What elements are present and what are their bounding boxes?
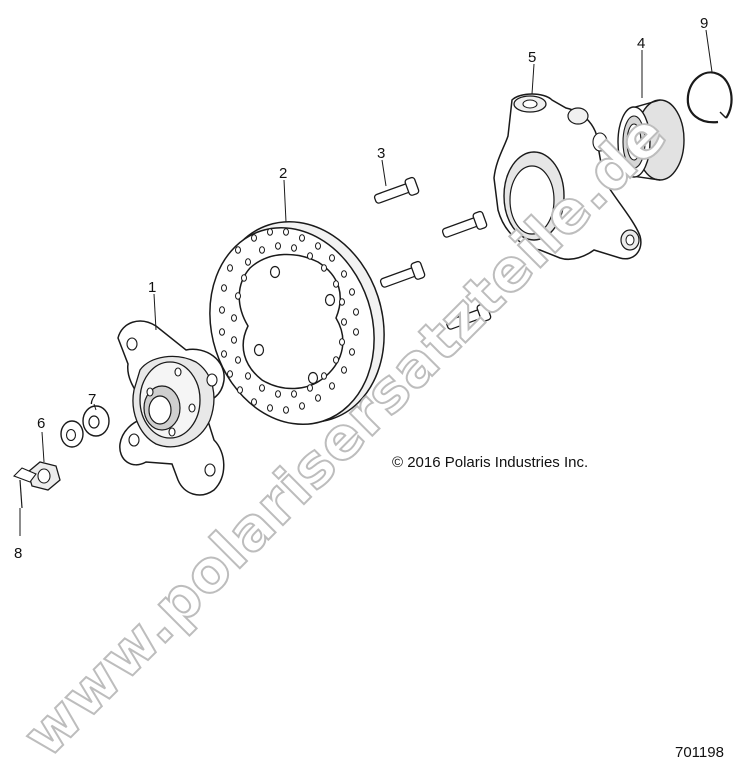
callout-7: 7 — [88, 391, 96, 408]
castle-nut — [27, 461, 61, 491]
snap-ring — [686, 71, 733, 124]
watermark-text: www.polarisersatzteile.de — [10, 100, 680, 770]
leader-lines — [19, 29, 713, 536]
wheel-studs — [373, 176, 492, 330]
callout-1: 1 — [148, 279, 156, 296]
drawing-number: 701198 — [675, 744, 724, 761]
callout-6: 6 — [37, 415, 45, 432]
callout-2: 2 — [279, 165, 287, 182]
brake-disc — [209, 220, 385, 426]
callout-3: 3 — [377, 145, 385, 162]
wheel-bearing — [617, 99, 685, 181]
callouts: 1 2 3 4 5 6 7 8 9 — [14, 15, 708, 562]
washer-small — [60, 420, 84, 448]
callout-4: 4 — [637, 35, 645, 52]
callout-5: 5 — [528, 49, 536, 66]
wheel-hub — [117, 320, 225, 496]
watermark: www.polarisersatzteile.de — [9, 99, 681, 771]
cotter-pin — [13, 467, 37, 509]
callout-9: 9 — [700, 15, 708, 32]
callout-8: 8 — [14, 545, 22, 562]
steering-knuckle — [493, 93, 642, 261]
washer-large — [82, 405, 110, 437]
copyright-notice: © 2016 Polaris Industries Inc. — [392, 454, 589, 471]
